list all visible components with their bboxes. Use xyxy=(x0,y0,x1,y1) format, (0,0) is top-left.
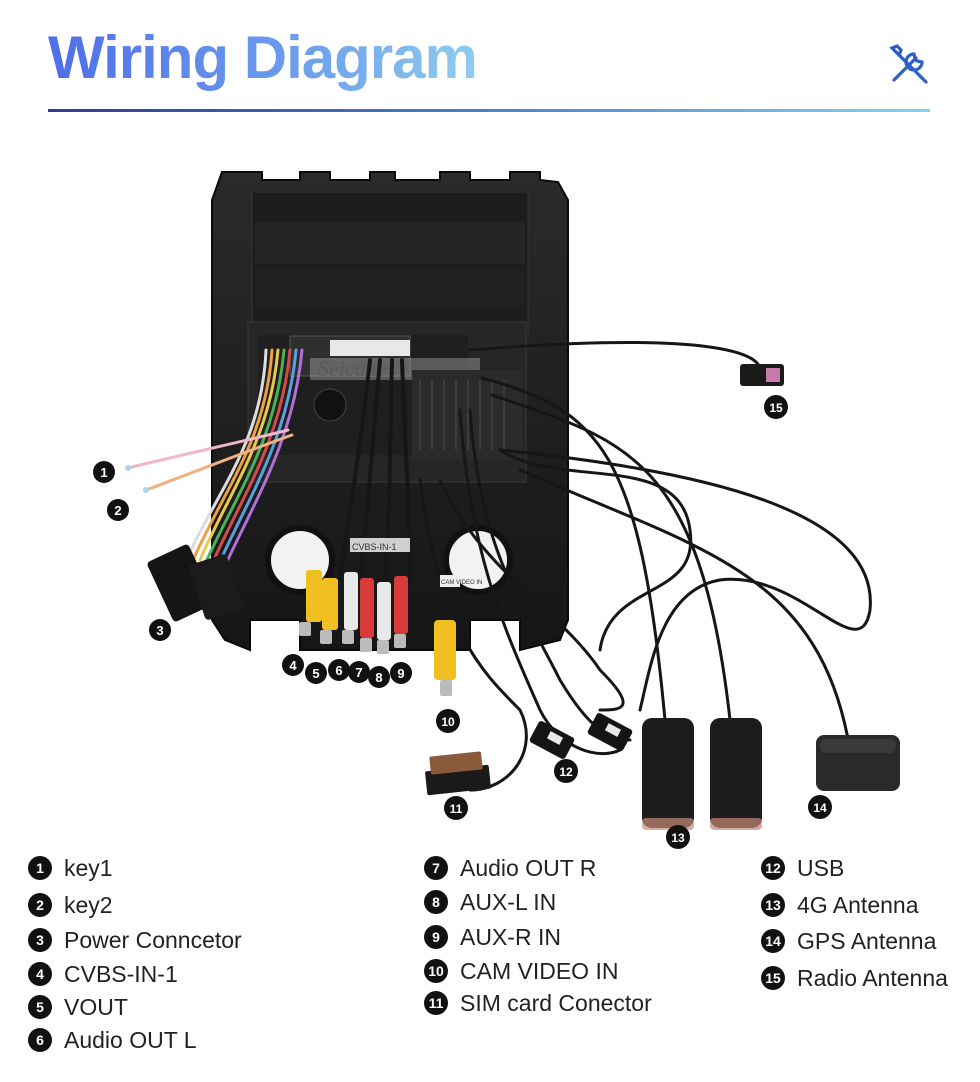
svg-text:6: 6 xyxy=(335,663,342,678)
legend-number: 9 xyxy=(424,925,448,949)
svg-text:3: 3 xyxy=(156,623,163,638)
legend-item: 12 USB xyxy=(761,853,844,883)
svg-text:12: 12 xyxy=(559,765,573,779)
legend-item: 3 Power Conncetor xyxy=(28,925,242,955)
legend-label: Audio OUT L xyxy=(64,1026,197,1053)
legend-label: key2 xyxy=(64,891,113,918)
legend-number: 4 xyxy=(28,962,52,986)
camera-rca: CAM VIDEO IN xyxy=(434,575,482,696)
page-title: Wiring Diagram xyxy=(48,22,478,94)
legend-label: GPS Antenna xyxy=(797,927,937,954)
gps-antenna xyxy=(816,735,900,791)
legend-item: 8 AUX-L IN xyxy=(424,887,556,917)
legend-label: 4G Antenna xyxy=(797,891,919,918)
callout-6: 6 xyxy=(328,659,350,681)
legend-number: 6 xyxy=(28,1028,52,1052)
legend-number: 13 xyxy=(761,893,785,917)
legend-number: 3 xyxy=(28,928,52,952)
legend-label: Power Conncetor xyxy=(64,926,242,953)
legend-item: 6 Audio OUT L xyxy=(28,1025,197,1055)
svg-text:14: 14 xyxy=(813,801,827,815)
legend-label: VOUT xyxy=(64,993,128,1020)
callout-12: 12 xyxy=(554,759,578,783)
callout-10: 10 xyxy=(436,709,460,733)
svg-text:8: 8 xyxy=(375,670,382,685)
svg-text:1: 1 xyxy=(100,465,107,480)
legend-item: 4 CVBS-IN-1 xyxy=(28,959,178,989)
legend-number: 12 xyxy=(761,856,785,880)
legend-item: 15 Radio Antenna xyxy=(761,963,948,993)
black-cables xyxy=(338,341,872,792)
legend-item: 5 VOUT xyxy=(28,992,128,1022)
legend-label: USB xyxy=(797,854,845,881)
plug-label: CVBS-IN-1 xyxy=(352,542,397,552)
legend-number: 14 xyxy=(761,929,785,953)
callout-4: 4 xyxy=(282,654,304,676)
callout-5: 5 xyxy=(305,662,327,684)
svg-text:15: 15 xyxy=(769,401,783,415)
callout-9: 9 xyxy=(390,662,412,684)
svg-text:7: 7 xyxy=(355,665,362,680)
legend-number: 15 xyxy=(761,966,785,990)
callout-14: 14 xyxy=(808,795,832,819)
sim-connector xyxy=(425,751,491,796)
legend-item: 2 key2 xyxy=(28,890,113,920)
legend-label: SIM card Conector xyxy=(460,989,652,1016)
4g-antennas xyxy=(642,718,762,830)
legend-number: 11 xyxy=(424,991,448,1015)
legend-label: AUX-R IN xyxy=(460,923,561,950)
callout-3: 3 xyxy=(149,619,171,641)
legend-item: 9 AUX-R IN xyxy=(424,922,561,952)
legend-number: 8 xyxy=(424,890,448,914)
legend-item: 10 CAM VIDEO IN xyxy=(424,956,618,986)
svg-text:10: 10 xyxy=(441,715,455,729)
callout-15: 15 xyxy=(764,395,788,419)
legend-number: 5 xyxy=(28,995,52,1019)
wiring-diagram: Seicane xyxy=(93,171,900,849)
camera-tag: CAM VIDEO IN xyxy=(441,580,482,586)
svg-text:2: 2 xyxy=(114,503,121,518)
title-divider xyxy=(48,109,930,112)
legend-item: 14 GPS Antenna xyxy=(761,926,936,956)
rca-plugs: CVBS-IN-1 xyxy=(299,538,410,654)
brand-watermark: Seicane xyxy=(318,356,387,381)
callout-7: 7 xyxy=(348,661,370,683)
legend-label: CAM VIDEO IN xyxy=(460,957,619,984)
legend-label: Radio Antenna xyxy=(797,964,948,991)
callout-8: 8 xyxy=(368,666,390,688)
legend-number: 2 xyxy=(28,893,52,917)
callout-2: 2 xyxy=(107,499,129,521)
legend-label: AUX-L IN xyxy=(460,888,557,915)
svg-text:5: 5 xyxy=(312,666,319,681)
legend-number: 10 xyxy=(424,959,448,983)
svg-text:11: 11 xyxy=(450,802,463,816)
legend-number: 7 xyxy=(424,856,448,880)
callout-13: 13 xyxy=(666,825,690,849)
svg-text:13: 13 xyxy=(671,831,685,845)
legend-item: 1 key1 xyxy=(28,853,113,883)
callout-1: 1 xyxy=(93,461,115,483)
svg-text:9: 9 xyxy=(397,666,404,681)
legend-item: 13 4G Antenna xyxy=(761,890,919,920)
tools-icon xyxy=(889,44,928,84)
legend-label: Audio OUT R xyxy=(460,854,597,881)
svg-text:4: 4 xyxy=(289,658,297,673)
legend-item: 11 SIM card Conector xyxy=(424,988,652,1018)
legend-item: 7 Audio OUT R xyxy=(424,853,596,883)
legend-label: key1 xyxy=(64,854,113,881)
wire-harness xyxy=(125,348,304,570)
power-connector xyxy=(147,544,243,622)
radio-antenna-plug xyxy=(740,364,784,386)
legend-label: CVBS-IN-1 xyxy=(64,960,178,987)
usb-plugs xyxy=(529,713,633,759)
legend-number: 1 xyxy=(28,856,52,880)
callout-11: 11 xyxy=(444,796,468,820)
